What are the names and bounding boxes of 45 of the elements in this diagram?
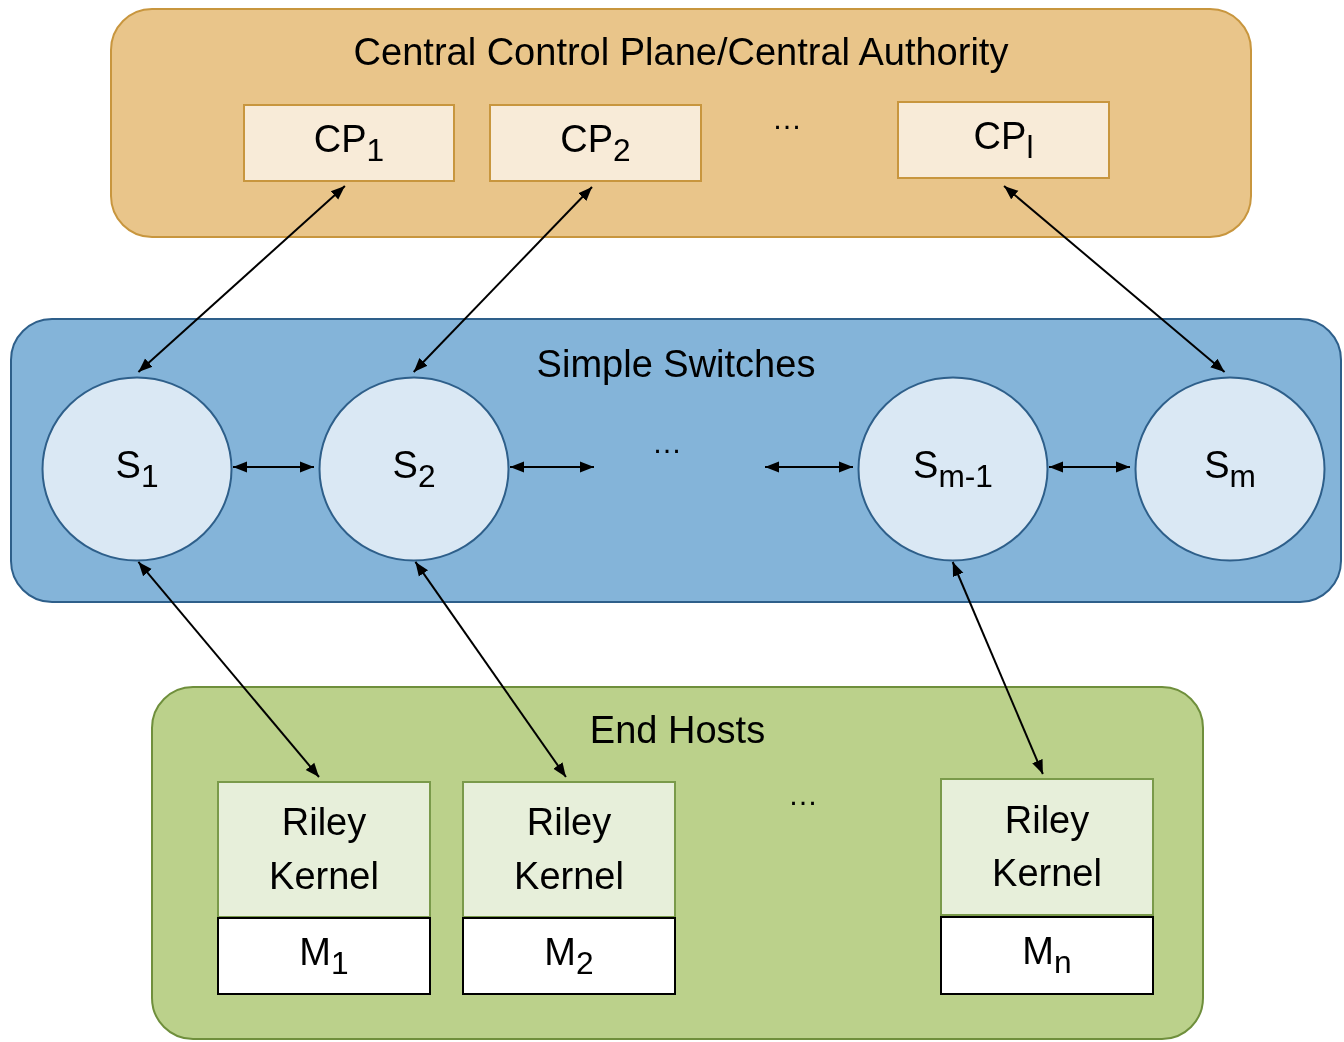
ellipsis-text: … (772, 104, 802, 134)
double-arrow (412, 186, 593, 373)
node-label: S$_{m-1}$ (913, 444, 993, 494)
node-label: S$_{1}$ (115, 444, 159, 494)
node-label: Riley Kernel (268, 800, 380, 899)
node-label: CP$_{l}$ (973, 115, 1034, 165)
panel-title: Central Control Plane/Central Authority (352, 32, 1010, 74)
double-arrow (764, 461, 854, 473)
controller-box (243, 104, 455, 182)
node-label: M$_{2}$ (544, 931, 594, 981)
switch-circle (1134, 376, 1326, 562)
node-label: CP$_{1}$ (313, 118, 385, 168)
control-plane-panel (110, 8, 1252, 238)
double-arrow (137, 560, 320, 778)
node-label: Riley Kernel (513, 800, 625, 899)
controller-box (489, 104, 702, 182)
ellipsis-text: … (652, 428, 682, 458)
machine-box (217, 917, 431, 995)
node-label: CP$_{2}$ (560, 118, 631, 168)
panel-title: Simple Switches (535, 344, 817, 386)
double-arrow (414, 560, 567, 778)
machine-box (940, 916, 1154, 995)
switch-circle (41, 376, 233, 562)
double-arrow (137, 185, 346, 374)
switch-circle (318, 376, 510, 562)
kernel-box (217, 781, 431, 918)
node-label: S$_{m}$ (1204, 444, 1256, 494)
ellipsis-text: … (788, 780, 818, 810)
node-label: M$_{n}$ (1022, 931, 1072, 980)
node-label: Riley Kernel (991, 797, 1103, 896)
double-arrow (951, 561, 1044, 775)
double-arrow (509, 461, 595, 473)
kernel-box (940, 778, 1154, 916)
switch-circle (857, 376, 1049, 562)
end-hosts-panel (151, 686, 1204, 1040)
double-arrow (1003, 185, 1226, 374)
switch-layer-panel (10, 318, 1342, 603)
node-label: S$_{2}$ (392, 444, 436, 494)
node-label: M$_{1}$ (299, 931, 349, 981)
controller-box (897, 101, 1110, 179)
kernel-box (462, 781, 676, 918)
machine-box (462, 917, 676, 995)
double-arrow (1048, 461, 1131, 473)
panel-title: End Hosts (588, 710, 767, 752)
double-arrow (232, 461, 315, 473)
